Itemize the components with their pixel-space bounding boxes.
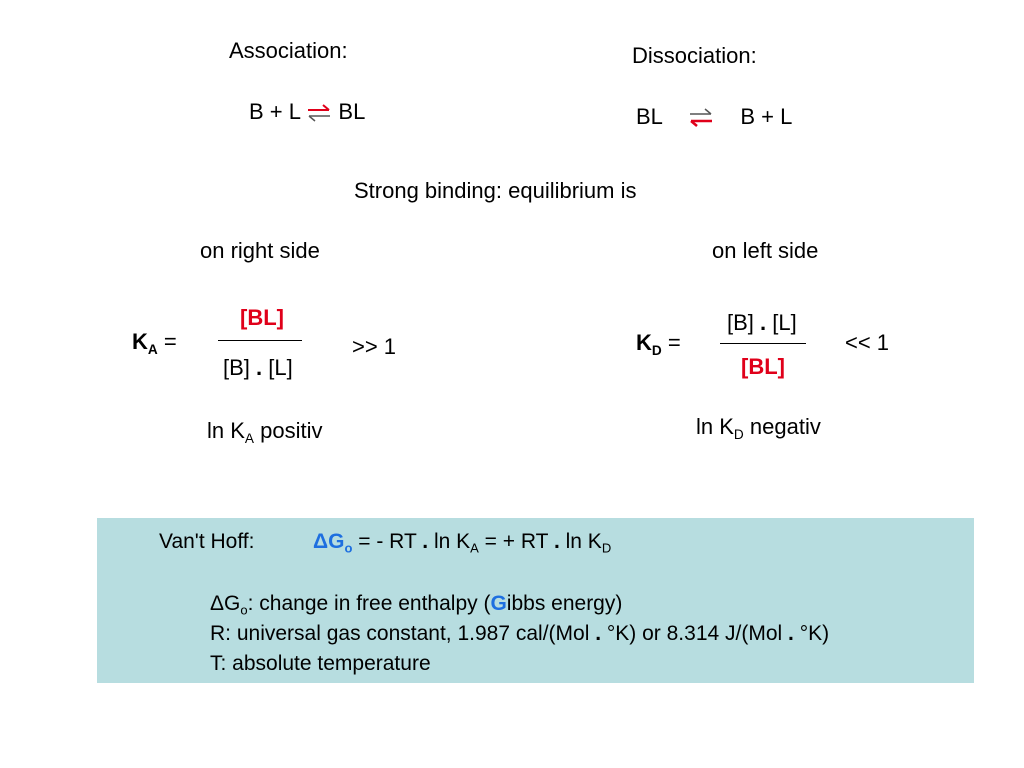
kd-equals: = (667, 330, 681, 355)
ka-ln-prefix: ln K (207, 418, 245, 443)
dg-symbol: ΔG (210, 592, 241, 615)
right-side-label: on right side (200, 238, 320, 263)
ka-numerator: [BL] (240, 305, 284, 330)
ka-equals: = (163, 329, 177, 354)
r-text-c: °K) (799, 622, 830, 645)
kd-numerator: [B] . [L] (727, 310, 797, 336)
dissociation-lhs: BL (636, 104, 663, 129)
vanthoff-dot2: . (553, 530, 560, 553)
vanthoff-label: Van't Hoff: (159, 530, 255, 553)
dissociation-rhs: B + L (740, 104, 793, 129)
kd-num-dot: . (760, 310, 767, 335)
vanthoff-ln2: ln K (565, 530, 602, 553)
vanthoff-r-definition: R: universal gas constant, 1.987 cal/(Mo… (210, 621, 829, 646)
equilibrium-arrow-icon (308, 104, 331, 122)
strong-binding-text: Strong binding: equilibrium is (354, 178, 637, 203)
ka-denom-l: [L] (268, 355, 293, 380)
ka-denom-b: [B] (223, 355, 250, 380)
ka-comparison: >> 1 (352, 334, 397, 359)
kd-label: KD = (636, 330, 681, 358)
vanthoff-t-definition: T: absolute temperature (210, 652, 431, 675)
ka-sub: A (147, 341, 158, 357)
ka-ln-text: ln KA positiv (207, 418, 323, 446)
r-text-b: °K) or 8.314 J/(Mol (606, 622, 783, 645)
kd-sub: D (651, 342, 662, 358)
vanthoff-eq1: = - RT (358, 530, 417, 553)
association-lhs: B + L (249, 99, 301, 124)
kd-ln-suffix: negativ (749, 414, 821, 439)
dissociation-title: Dissociation: (632, 43, 757, 68)
vanthoff-panel (97, 518, 974, 683)
kd-ln-sub: D (733, 426, 744, 442)
ka-fraction-line (218, 340, 302, 341)
kd-num-l: [L] (772, 310, 797, 335)
ka-symbol: K (132, 329, 148, 354)
r-dot2: . (788, 622, 794, 645)
dg-text: : change in free enthalpy ( (247, 592, 491, 615)
vanthoff-dg-definition: ΔGo: change in free enthalpy (Gibbs ener… (210, 591, 623, 618)
association-title: Association: (229, 38, 348, 63)
left-side-label: on left side (712, 238, 819, 263)
dissociation-equation: BL B + L (636, 104, 792, 130)
association-rhs: BL (338, 99, 366, 124)
kd-comparison: << 1 (845, 330, 890, 355)
vanthoff-eq2: = + RT (484, 530, 549, 553)
dg-sub: o (240, 602, 248, 618)
ka-ln-sub: A (244, 430, 255, 446)
vanthoff-dot1: . (422, 530, 429, 553)
kd-num-b: [B] (727, 310, 754, 335)
kd-symbol: K (636, 330, 652, 355)
kd-ln-text: ln KD negativ (696, 414, 821, 442)
vanthoff-ln1-sub: A (470, 540, 479, 556)
ka-ln-suffix: positiv (260, 418, 323, 443)
equilibrium-arrow-icon (690, 108, 713, 128)
vanthoff-ln1: ln K (433, 530, 471, 553)
vanthoff-ln2-sub: D (601, 540, 612, 556)
vanthoff-dg-sub: o (344, 540, 353, 556)
association-equation: B + L BL (249, 99, 365, 125)
dg-text-end: ibbs energy) (506, 592, 623, 615)
ka-label: KA = (132, 329, 177, 357)
kd-ln-prefix: ln K (696, 414, 734, 439)
ka-denominator: [B] . [L] (223, 355, 293, 381)
r-text-a: R: universal gas constant, 1.987 cal/(Mo… (210, 622, 590, 645)
r-dot1: . (595, 622, 602, 645)
dg-gibbs-g: G (490, 592, 507, 615)
vanthoff-equation: ΔGo = - RT . ln KA = + RT . ln KD (313, 529, 612, 556)
ka-denom-dot: . (256, 355, 263, 380)
kd-fraction-line (720, 343, 806, 344)
vanthoff-dg: ΔG (313, 530, 345, 553)
kd-denominator: [BL] (741, 354, 785, 379)
